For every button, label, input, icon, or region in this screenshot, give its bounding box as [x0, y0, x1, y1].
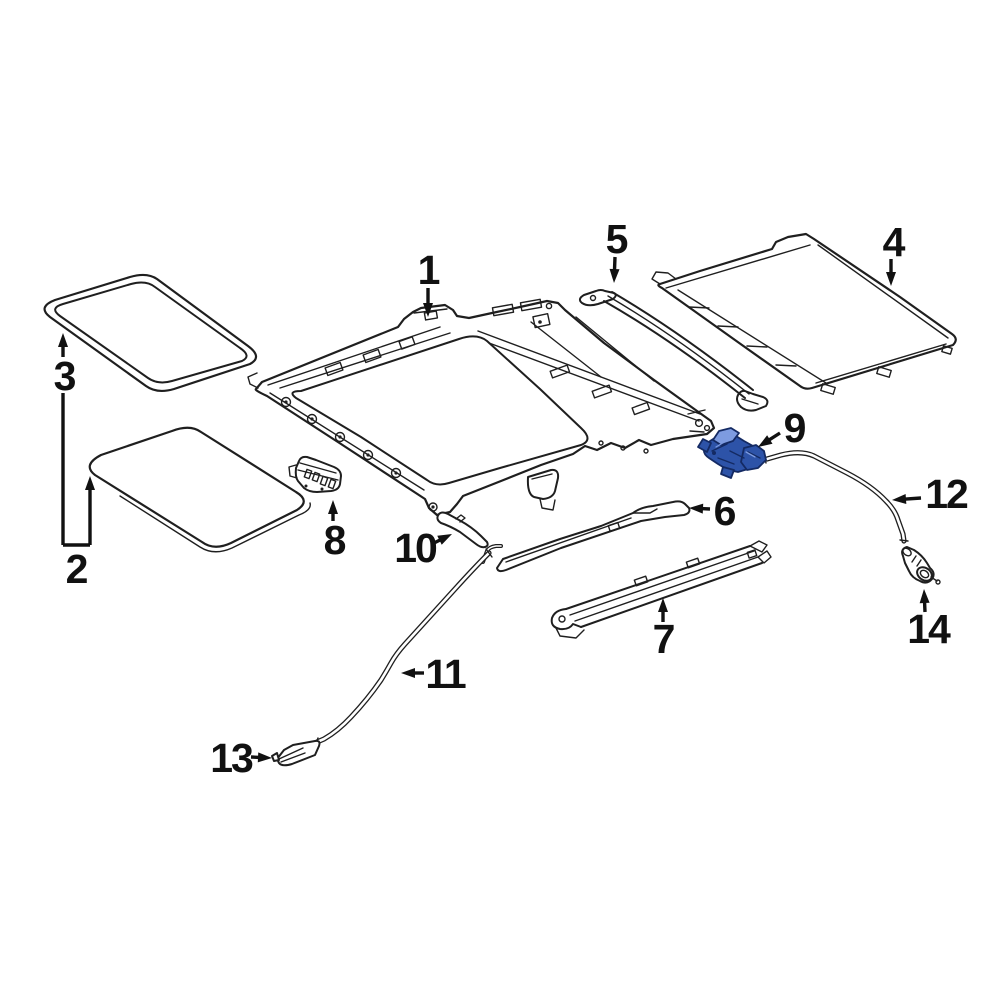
part-10-drain-tube — [436, 511, 489, 549]
callout-arrow-shaft — [903, 496, 922, 501]
callout-arrowhead-icon — [58, 333, 68, 347]
callout-label-1: 1 — [418, 247, 440, 293]
part-2-glass-panel — [88, 426, 311, 553]
callout-label-13: 13 — [210, 735, 253, 781]
part-11-front-drain-hose — [314, 548, 493, 747]
callout-label-6: 6 — [714, 488, 736, 534]
part-7-drive-rail — [550, 540, 772, 639]
callout-5: 5 — [606, 216, 630, 283]
callout-label-3: 3 — [54, 353, 76, 399]
callout-arrowhead-icon — [401, 668, 415, 678]
callout-7: 7 — [653, 598, 676, 662]
callout-label-12: 12 — [925, 471, 968, 517]
part-6-guide-rail — [481, 500, 691, 573]
callout-2: 2 — [61, 393, 95, 592]
callout-label-2: 2 — [66, 546, 88, 592]
callout-10: 10 — [394, 525, 452, 571]
callout-arrow-shaft — [612, 256, 617, 272]
callout-arrowhead-icon — [609, 268, 620, 283]
callout-8: 8 — [324, 500, 348, 563]
part-13-drain-nozzle — [271, 739, 321, 767]
callout-arrowhead-icon — [257, 752, 272, 763]
part-8-clip-bracket — [288, 455, 342, 493]
callout-arrowhead-icon — [423, 303, 433, 317]
callout-label-5: 5 — [606, 216, 628, 262]
callout-arrowhead-icon — [758, 435, 773, 447]
part-4-sunshade — [651, 232, 957, 395]
callout-label-8: 8 — [324, 517, 346, 563]
callout-arrowhead-icon — [85, 476, 95, 490]
callout-14: 14 — [907, 589, 953, 652]
callout-label-11: 11 — [425, 651, 466, 697]
part-1-frame-assembly — [247, 298, 716, 517]
callout-label-9: 9 — [784, 405, 806, 451]
callout-11: 11 — [401, 651, 468, 697]
callout-arrowhead-icon — [892, 494, 907, 505]
part-14-hose-connector — [901, 546, 941, 585]
callout-arrowhead-icon — [328, 500, 338, 514]
callout-label-7: 7 — [653, 616, 674, 662]
callout-arrowhead-icon — [886, 272, 896, 286]
part-5-wind-deflector — [578, 289, 769, 412]
callout-arrowhead-icon — [437, 534, 452, 545]
callout-arrowhead-icon — [658, 598, 668, 612]
callout-6: 6 — [689, 488, 738, 534]
callout-12: 12 — [892, 471, 970, 517]
part-9-sunroof-motor-highlighted — [697, 427, 767, 479]
callout-label-14: 14 — [907, 606, 951, 652]
callout-1: 1 — [418, 247, 442, 317]
part-3-seal — [43, 273, 258, 393]
callout-13: 13 — [210, 735, 272, 781]
callout-arrowhead-icon — [689, 503, 704, 514]
callout-label-10: 10 — [394, 525, 437, 571]
callout-label-4: 4 — [883, 219, 906, 265]
callout-arrowhead-icon — [919, 589, 930, 604]
part-12-rear-drain-hose — [763, 450, 909, 544]
callout-4: 4 — [883, 219, 908, 286]
callout-arrow-shaft — [767, 431, 781, 442]
callout-3: 3 — [54, 333, 78, 399]
callout-9: 9 — [758, 405, 808, 451]
